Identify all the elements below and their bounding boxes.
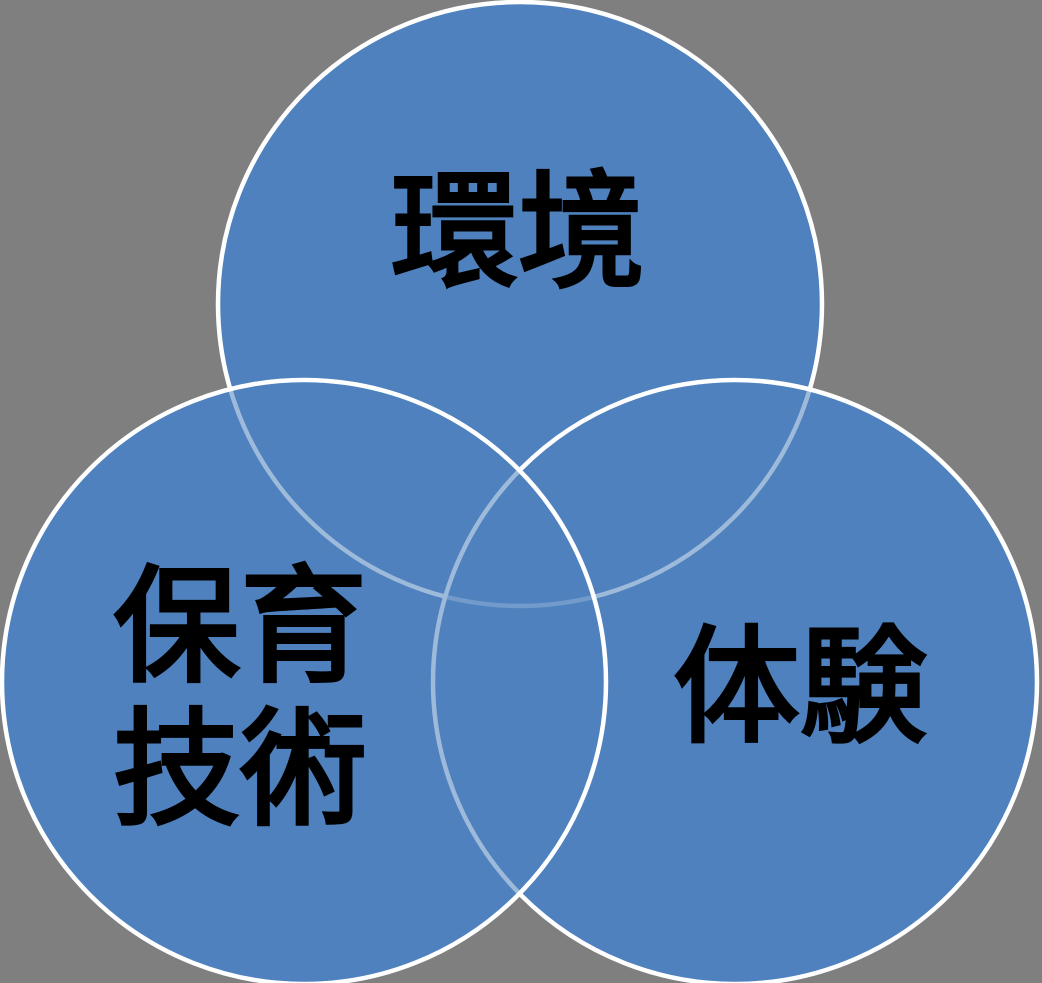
- label-environment: 環境: [390, 158, 646, 307]
- label-childcare-skills: 保育 技術: [113, 556, 367, 842]
- label-childcare-line2: 技術: [112, 696, 368, 844]
- label-childcare-line1: 保育: [112, 553, 368, 701]
- circle-childcare-skills: [0, 377, 609, 983]
- label-experience: 体験: [672, 613, 928, 762]
